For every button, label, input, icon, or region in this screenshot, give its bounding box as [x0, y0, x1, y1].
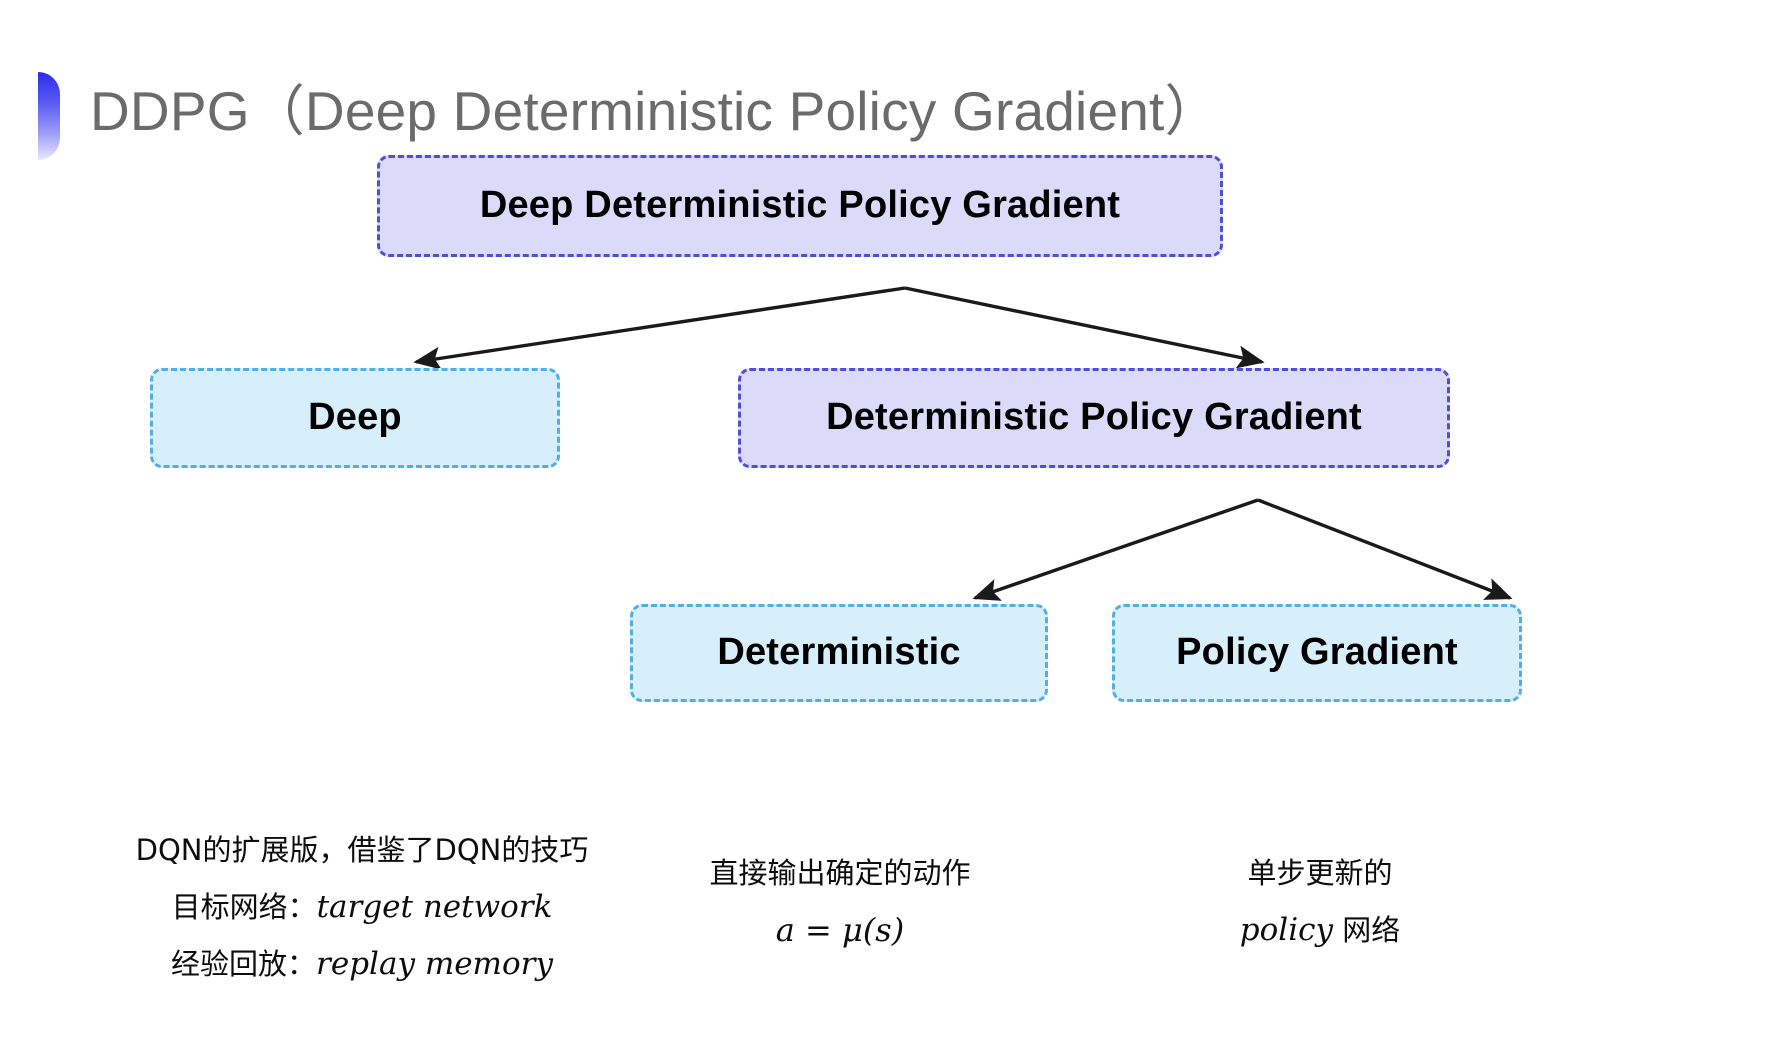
annotation-deterministic: 直接输出确定的动作 a = μ(s)	[640, 845, 1040, 960]
edge-root-to-dpg	[904, 286, 1265, 369]
node-deterministic-policy-gradient[interactable]: Deterministic Policy Gradient	[738, 368, 1450, 468]
edge-root-to-deep	[413, 286, 906, 370]
node-deep[interactable]: Deep	[150, 368, 560, 468]
edge-dpg-to-policy-gradient	[1257, 498, 1513, 600]
node-deterministic[interactable]: Deterministic	[630, 604, 1048, 702]
annotation-deep: DQN的扩展版，借鉴了DQN的技巧 目标网络：target network 经验…	[132, 822, 592, 993]
slide-title-row: DDPG（Deep Deterministic Policy Gradient）	[38, 58, 1338, 168]
annotation-deterministic-line1: 直接输出确定的动作	[709, 856, 971, 890]
node-dpg-label: Deterministic Policy Gradient	[826, 396, 1362, 439]
node-root[interactable]: Deep Deterministic Policy Gradient	[377, 155, 1223, 257]
annotation-deterministic-formula: a = μ(s)	[775, 911, 905, 949]
annotation-deep-line3: 经验回放：replay memory	[171, 946, 553, 982]
node-deterministic-label: Deterministic	[717, 631, 961, 674]
node-deep-label: Deep	[308, 396, 402, 439]
annotation-policy-gradient-line1: 单步更新的	[1247, 856, 1393, 890]
node-root-label: Deep Deterministic Policy Gradient	[479, 184, 1121, 227]
node-policy-gradient[interactable]: Policy Gradient	[1112, 604, 1522, 702]
page-title: DDPG（Deep Deterministic Policy Gradient）	[90, 80, 1220, 142]
half-circle-gradient-icon	[38, 72, 60, 160]
annotation-policy-gradient: 单步更新的 policy 网络	[1130, 845, 1510, 959]
node-policy-gradient-label: Policy Gradient	[1176, 631, 1458, 674]
annotation-policy-gradient-line2: policy 网络	[1239, 912, 1401, 948]
edge-dpg-to-deterministic	[972, 498, 1259, 601]
annotation-deep-line2: 目标网络：target network	[171, 889, 553, 925]
annotation-deep-line1: DQN的扩展版，借鉴了DQN的技巧	[135, 833, 589, 867]
